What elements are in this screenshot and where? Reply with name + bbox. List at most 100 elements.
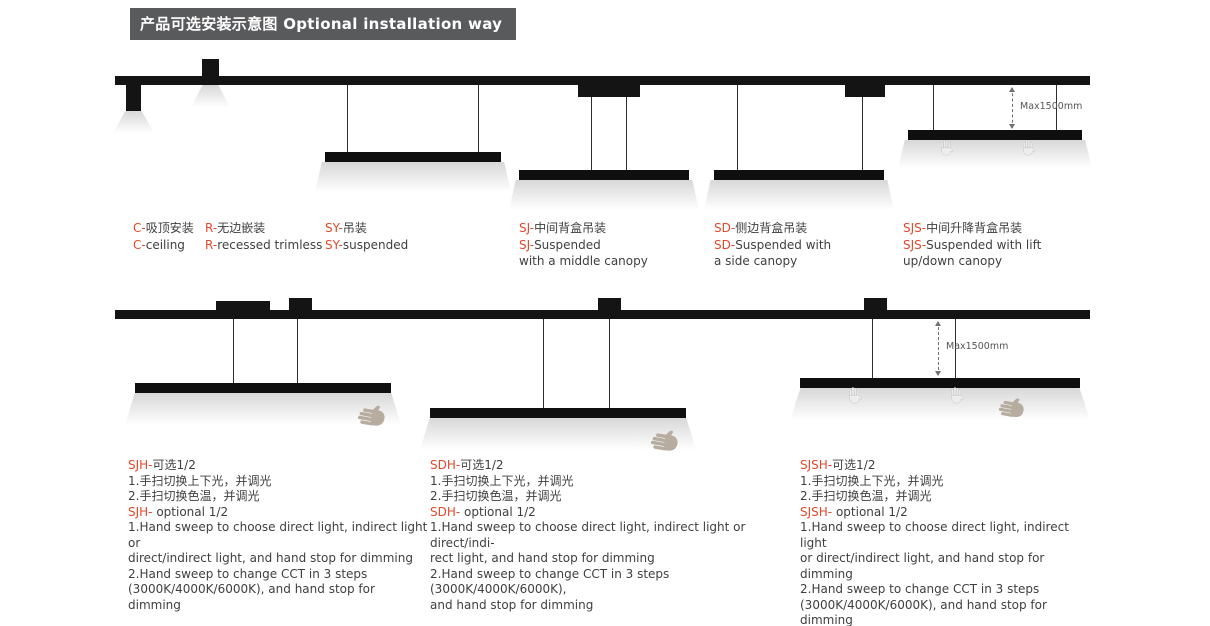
section-title: 产品可选安装示意图 Optional installation way — [140, 15, 503, 33]
suspension-wire — [297, 319, 298, 383]
light-beam — [704, 180, 894, 210]
light-beam — [113, 111, 154, 133]
model-code: R- — [205, 237, 218, 252]
description-sdh: SDH-可选1/2 1.手扫切换上下光，并调光 2.手扫切换色温，并调光 SDH… — [430, 458, 750, 613]
section-title-bar: 产品可选安装示意图 Optional installation way — [130, 8, 517, 40]
model-code: SJSH- — [800, 504, 833, 519]
light-beam — [509, 180, 699, 210]
ceiling-mount-box — [216, 301, 270, 310]
ceiling-line-top — [115, 76, 1090, 85]
label-line-en: SY-suspended — [325, 237, 409, 252]
light-bar — [714, 170, 884, 180]
install-label-r: R-无边嵌装 R-recessed trimless — [205, 220, 322, 253]
model-code: SD- — [714, 237, 736, 252]
model-code: C- — [133, 221, 146, 235]
description-sjsh: SJSH-可选1/2 1.手扫切换上下光，并调光 2.手扫切换色温，并调光 SJ… — [800, 458, 1085, 626]
light-bar — [430, 408, 686, 418]
suspension-wire — [737, 85, 738, 170]
block-en-body: 1.Hand sweep to choose direct light, ind… — [128, 520, 428, 612]
block-en-body: 1.Hand sweep to choose direct light, ind… — [430, 520, 746, 612]
suspension-wire — [233, 319, 234, 383]
hand-sweep-icon — [846, 386, 864, 404]
ceiling-mount-box — [864, 298, 887, 310]
label-line-cn: SY-吊装 — [325, 221, 367, 235]
light-beam — [790, 388, 1090, 420]
arrow-down-icon — [1009, 124, 1015, 129]
max-drop-label: Max1500mm — [1020, 101, 1083, 112]
max-drop-label: Max1500mm — [946, 341, 1009, 352]
hand-sweep-icon — [353, 395, 389, 438]
dimension-line — [935, 321, 941, 376]
suspension-wire — [591, 97, 592, 170]
recessed-fixture — [202, 59, 219, 76]
light-beam — [191, 85, 230, 107]
middle-canopy — [578, 85, 640, 97]
light-bar — [135, 383, 391, 393]
side-canopy — [845, 85, 885, 97]
block-cn-body: 1.手扫切换上下光，并调光 2.手扫切换色温，并调光 — [800, 473, 944, 504]
model-code: SD- — [714, 221, 736, 235]
install-label-c: C-吸顶安装 C-ceiling — [133, 220, 194, 253]
suspension-wire — [872, 319, 873, 378]
hand-sweep-icon — [1020, 139, 1037, 156]
light-beam — [125, 393, 401, 425]
label-line-cn: R-无边嵌装 — [205, 221, 266, 235]
ceiling-mount-box — [289, 298, 312, 310]
install-label-sjs: SJS-中间升降背盒吊装 SJS-Suspended with lift up/… — [903, 220, 1041, 270]
block-en-body: 1.Hand sweep to choose direct light, ind… — [800, 520, 1069, 626]
light-bar — [908, 130, 1082, 140]
hand-sweep-icon — [994, 388, 1028, 428]
suspension-wire — [478, 85, 479, 152]
light-bar — [325, 152, 501, 162]
install-label-sd: SD-侧边背盒吊装 SD-Suspended with a side canop… — [714, 220, 831, 270]
model-code: C- — [133, 237, 146, 252]
dimension-line — [1009, 87, 1015, 129]
label-line-cn: C-吸顶安装 — [133, 221, 194, 235]
label-line-en: SJ-Suspended — [519, 237, 601, 252]
suspension-wire — [862, 97, 863, 170]
hand-sweep-icon — [646, 420, 682, 463]
model-code: SJ- — [519, 221, 535, 235]
light-bar — [519, 170, 689, 180]
label-line-en: R-recessed trimless — [205, 237, 323, 252]
block-title: SJSH-可选1/2 — [800, 458, 876, 472]
light-beam — [898, 140, 1092, 168]
model-code: SY- — [325, 237, 343, 252]
install-label-sj: SJ-中间背盒吊装 SJ-Suspended with a middle can… — [519, 220, 648, 270]
model-code: R- — [205, 221, 218, 235]
model-code: SJ- — [519, 237, 535, 252]
model-code: SJH- — [128, 458, 153, 472]
label-line-en2: with a middle canopy — [519, 254, 648, 268]
model-code: SY- — [325, 221, 343, 235]
hand-sweep-icon — [938, 139, 955, 156]
description-sjh: SJH-可选1/2 1.手扫切换上下光，并调光 2.手扫切换色温，并调光 SJH… — [128, 458, 428, 613]
model-code: SJS- — [903, 221, 927, 235]
surface-mounted-fixture — [126, 85, 141, 111]
model-code: SDH- — [430, 504, 461, 519]
arrow-down-icon — [935, 371, 941, 376]
light-beam — [315, 162, 511, 192]
suspension-wire — [609, 319, 610, 408]
block-subtitle: SDH- optional 1/2 — [430, 504, 536, 519]
label-line-en: SJS-Suspended with lift — [903, 237, 1042, 252]
light-beam — [420, 418, 696, 450]
suspension-wire — [347, 85, 348, 152]
suspension-wire — [933, 85, 934, 130]
label-line-cn: SD-侧边背盒吊装 — [714, 221, 808, 235]
ceiling-line-bottom — [115, 310, 1090, 319]
label-line-en2: up/down canopy — [903, 254, 1003, 268]
label-line-en: C-ceiling — [133, 237, 185, 252]
suspension-wire — [543, 319, 544, 408]
label-line-cn: SJ-中间背盒吊装 — [519, 221, 607, 235]
suspension-wire — [626, 97, 627, 170]
model-code: SJSH- — [800, 458, 833, 472]
model-code: SJS- — [903, 237, 927, 252]
suspension-wire — [955, 319, 956, 378]
block-subtitle: SJSH- optional 1/2 — [800, 504, 908, 519]
light-bar — [800, 378, 1080, 388]
arrow-up-icon — [935, 321, 941, 326]
hand-sweep-icon — [948, 386, 966, 404]
label-line-cn: SJS-中间升降背盒吊装 — [903, 221, 1023, 235]
suspension-wire — [1056, 85, 1057, 130]
